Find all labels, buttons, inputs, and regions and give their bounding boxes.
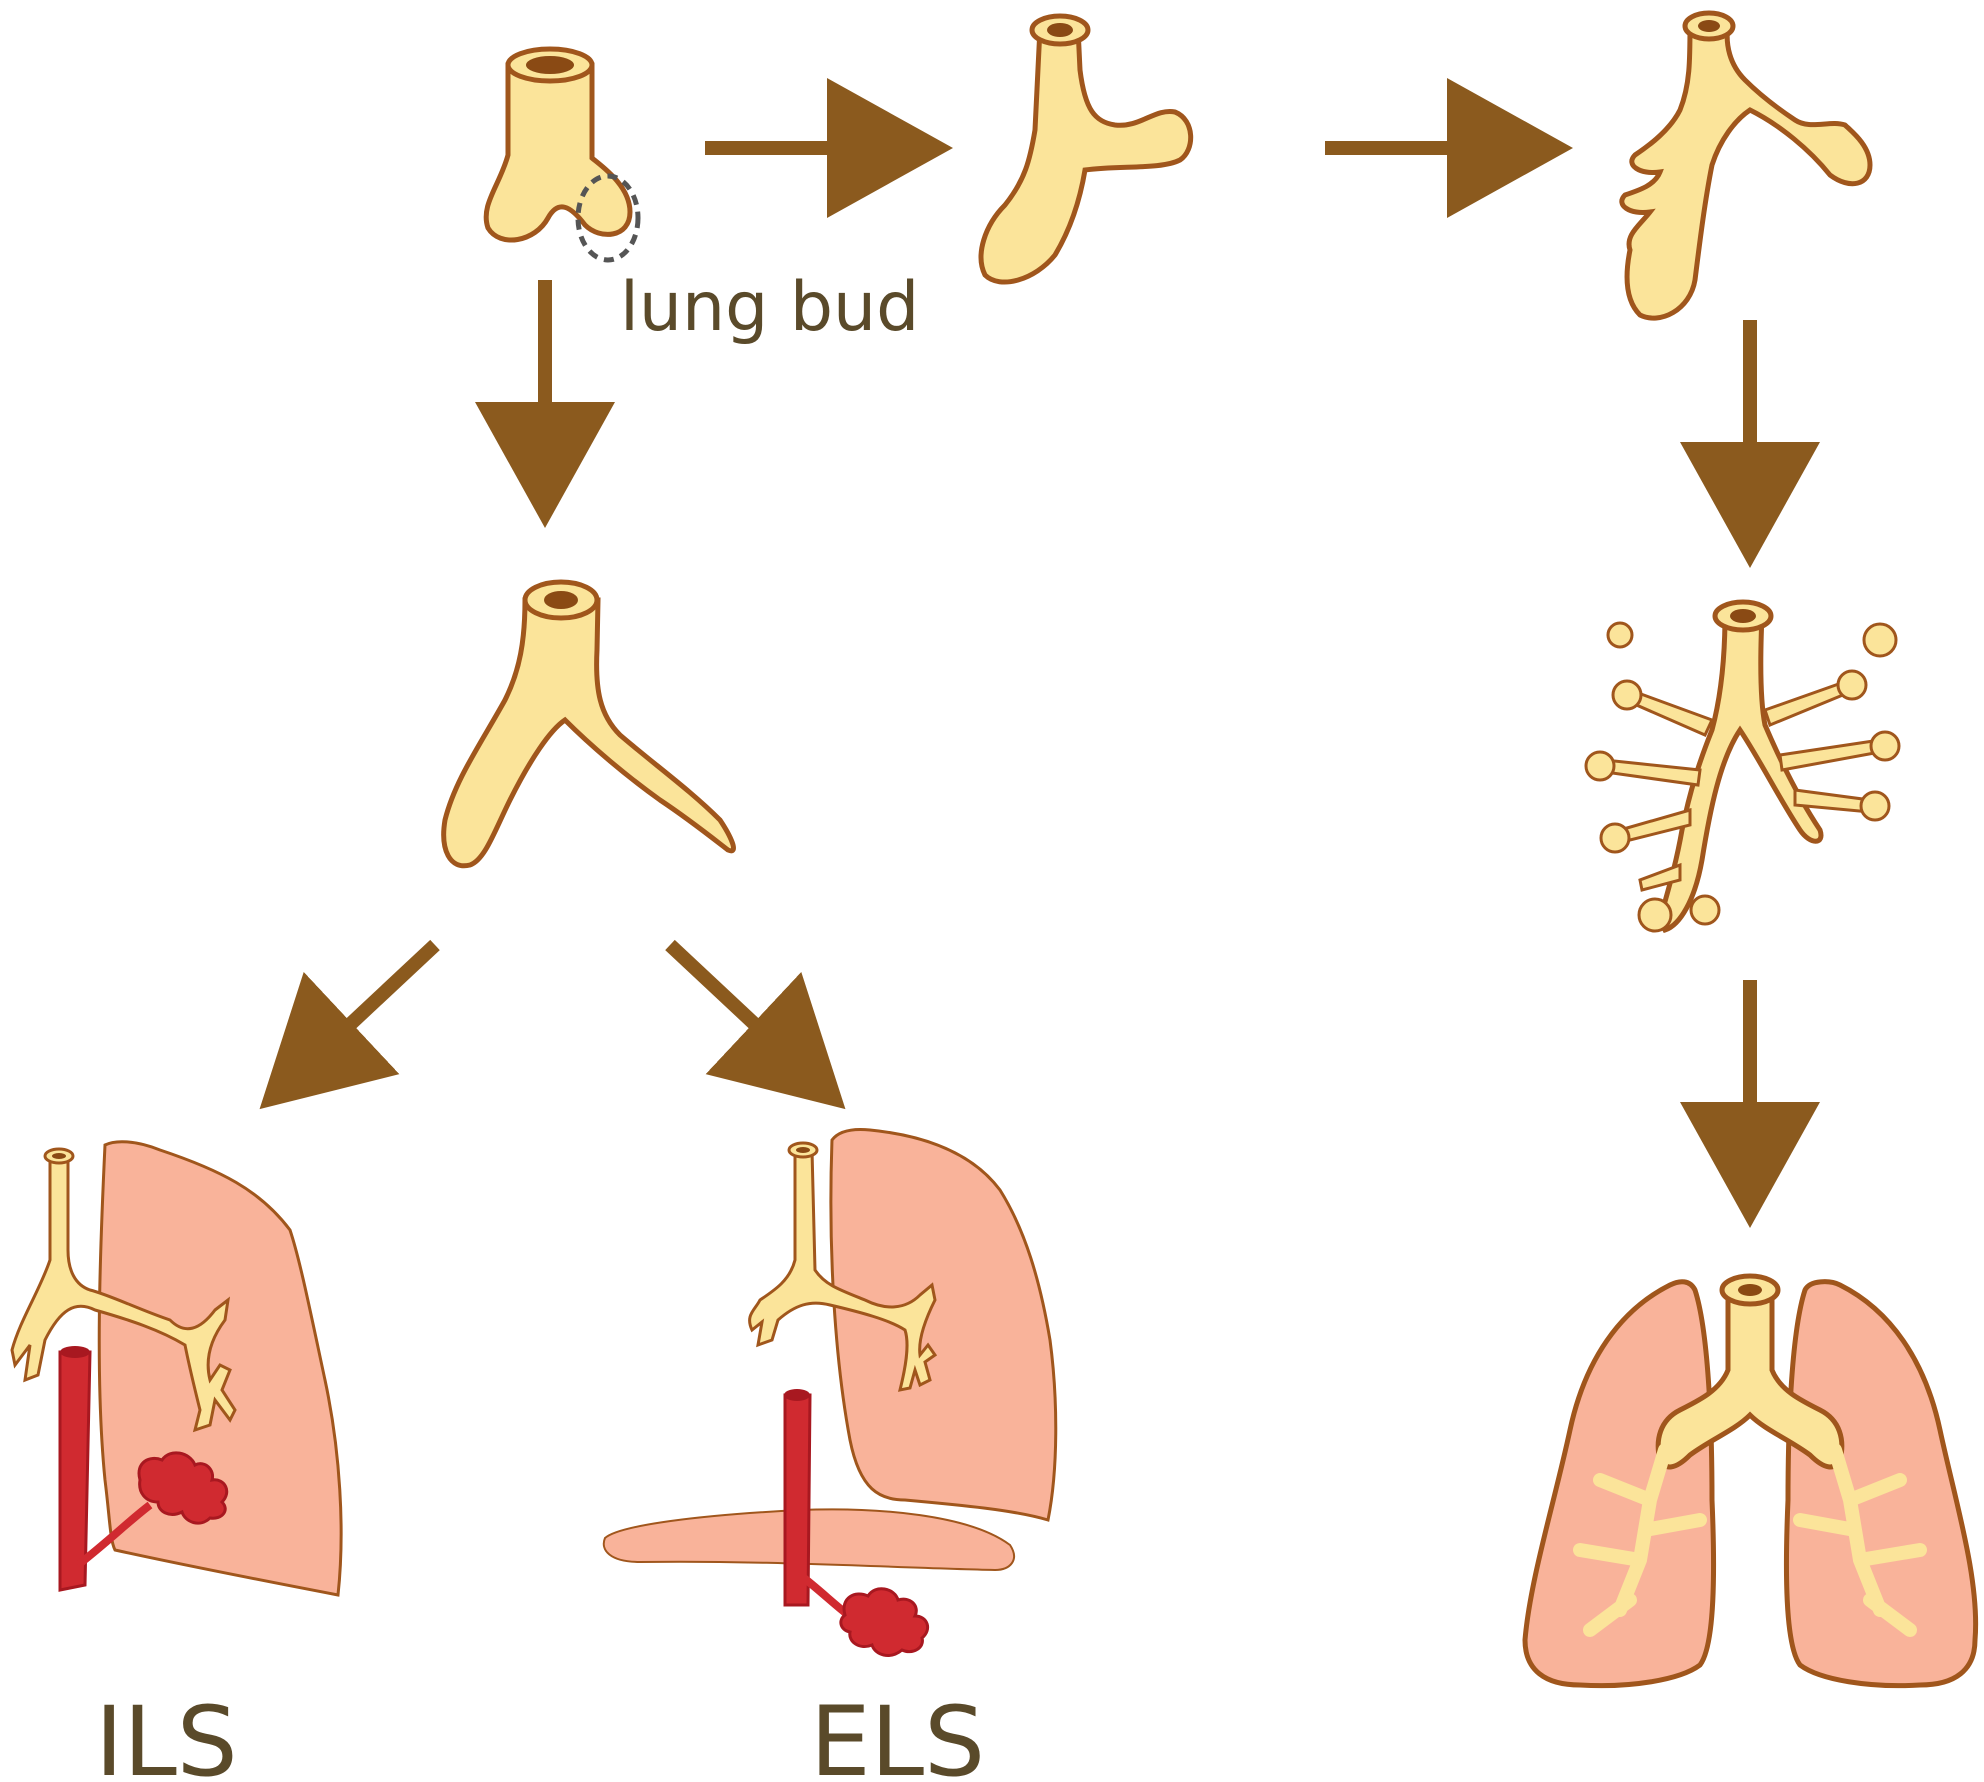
twig-end-9: [1689, 894, 1721, 926]
bifurcation-airway: [441, 597, 736, 869]
stage-2-bud: [978, 13, 1194, 285]
ils-feeding-artery: [75, 1501, 153, 1569]
mature-trachea-lumen: [1738, 1284, 1762, 1296]
twig-left-4: [1638, 862, 1682, 892]
els-label: ELS: [810, 1686, 985, 1782]
lung-bud-stage: lung bud: [483, 46, 919, 347]
stage-3-airway: [1619, 22, 1873, 321]
twig-left-2: [1603, 758, 1702, 787]
ils-airway: [10, 1153, 237, 1433]
foregut-tube: [483, 62, 633, 243]
twig-right-2: [1778, 738, 1882, 772]
stage-3-lumen: [1698, 20, 1720, 32]
right-bronchi-fill: [1793, 1443, 1927, 1637]
stage-3-bud: [1619, 10, 1873, 321]
els-airway-lumen: [796, 1147, 810, 1153]
arrows: [259, 78, 1820, 1228]
els-lung: [829, 1128, 1058, 1522]
twig-end-2: [1584, 750, 1616, 782]
twig-end-8: [1637, 897, 1673, 933]
ils-illustration: ILS: [10, 1140, 343, 1782]
mature-bronchial-fill: [1573, 1443, 1927, 1637]
branching-twigs: [1584, 621, 1901, 933]
bifurcation-lumen: [544, 591, 578, 609]
bifurcation-stage: [441, 579, 736, 869]
stage-2-airway: [978, 25, 1194, 285]
branching-stage: [1584, 599, 1901, 934]
els-aorta: [783, 1393, 812, 1607]
arrow-to-els: [665, 939, 846, 1110]
lung-bud-dashed-circle: [575, 173, 641, 263]
left-bronchi-fill: [1573, 1443, 1707, 1637]
twig-end-6: [1859, 790, 1891, 822]
mature-lungs: [1522, 1273, 1979, 1689]
stage-2-lumen: [1047, 23, 1073, 37]
twig-end-1: [1611, 679, 1643, 711]
twig-end-10: [1606, 621, 1634, 649]
twig-end-4: [1836, 669, 1868, 701]
lung-bud-label: lung bud: [620, 268, 919, 347]
twig-end-3: [1599, 822, 1631, 854]
ils-aorta-opening: [60, 1346, 90, 1358]
arrow-to-ils: [259, 939, 440, 1110]
els-aorta-opening: [784, 1389, 810, 1401]
els-airway: [748, 1148, 938, 1392]
branching-lumen: [1730, 609, 1756, 623]
ils-label: ILS: [95, 1686, 238, 1782]
mature-trachea: [1655, 1287, 1845, 1470]
els-sequestration-mass: [839, 1587, 930, 1657]
els-illustration: ELS: [602, 1128, 1058, 1782]
ils-airway-lumen: [52, 1153, 66, 1159]
twig-end-5: [1869, 730, 1901, 762]
foregut-lumen: [526, 56, 574, 74]
ils-sequestration-mass: [137, 1451, 229, 1525]
twig-end-7: [1862, 622, 1898, 658]
